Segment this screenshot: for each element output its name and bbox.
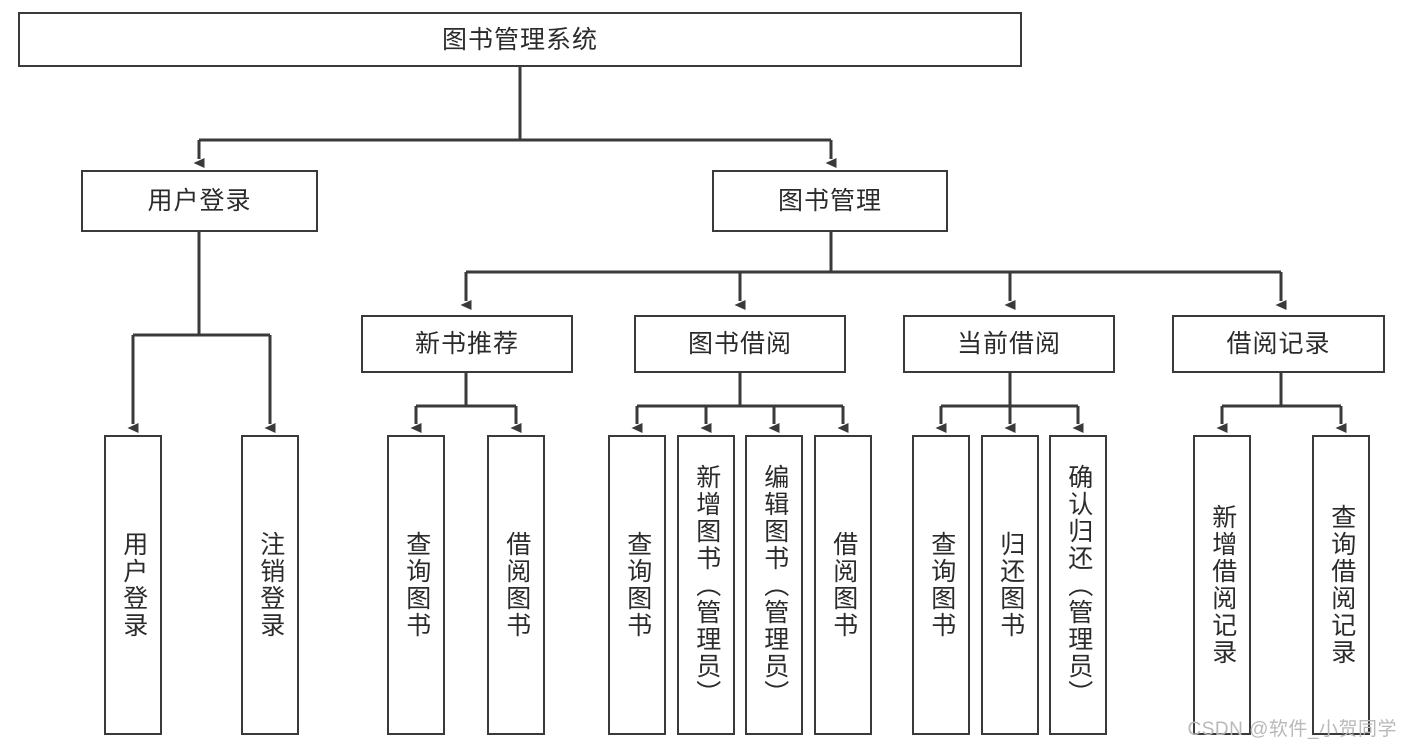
node-leaf-add-borrow-record[interactable]: 新增借阅记录 <box>1193 435 1251 735</box>
node-leaf-query-books-recommend[interactable]: 查询图书 <box>387 435 445 735</box>
node-leaf-query-books-borrow[interactable]: 查询图书 <box>608 435 666 735</box>
node-label: 查询借阅记录 <box>1327 504 1356 666</box>
node-label: 新书推荐 <box>414 330 519 358</box>
node-leaf-return-books[interactable]: 归还图书 <box>981 435 1039 735</box>
node-leaf-add-book-admin[interactable]: 新增图书（管理员） <box>677 435 735 735</box>
node-label: 查询图书 <box>402 531 431 639</box>
node-borrow-records[interactable]: 借阅记录 <box>1172 315 1385 373</box>
node-label: 新增图书（管理员） <box>692 463 721 707</box>
node-label: 图书管理系统 <box>441 25 598 54</box>
node-book-management[interactable]: 图书管理 <box>712 170 948 232</box>
node-label: 用户登录 <box>119 531 148 639</box>
node-label: 借阅记录 <box>1226 330 1331 358</box>
node-leaf-logout[interactable]: 注销登录 <box>241 435 299 735</box>
node-leaf-edit-book-admin[interactable]: 编辑图书（管理员） <box>745 435 803 735</box>
node-leaf-borrow-books[interactable]: 借阅图书 <box>814 435 872 735</box>
node-leaf-query-books-current[interactable]: 查询图书 <box>912 435 970 735</box>
node-new-book-recommendation[interactable]: 新书推荐 <box>361 315 573 373</box>
node-book-borrowing[interactable]: 图书借阅 <box>634 315 846 373</box>
node-label: 确认归还（管理员） <box>1064 463 1093 707</box>
node-label: 归还图书 <box>996 531 1025 639</box>
node-label: 图书管理 <box>777 187 882 215</box>
node-label: 编辑图书（管理员） <box>760 463 789 707</box>
node-label: 借阅图书 <box>829 531 858 639</box>
node-label: 借阅图书 <box>502 531 531 639</box>
node-label: 新增借阅记录 <box>1208 504 1237 666</box>
node-label: 查询图书 <box>623 531 652 639</box>
node-current-borrowing[interactable]: 当前借阅 <box>903 315 1115 373</box>
node-leaf-confirm-return-admin[interactable]: 确认归还（管理员） <box>1049 435 1107 735</box>
node-label: 当前借阅 <box>956 330 1061 358</box>
node-label: 查询图书 <box>927 531 956 639</box>
node-leaf-query-borrow-record[interactable]: 查询借阅记录 <box>1312 435 1370 735</box>
node-leaf-borrow-books-recommend[interactable]: 借阅图书 <box>487 435 545 735</box>
node-root-book-management-system[interactable]: 图书管理系统 <box>18 12 1022 67</box>
node-label: 注销登录 <box>256 531 285 639</box>
node-label: 图书借阅 <box>687 330 792 358</box>
node-label: 用户登录 <box>147 187 252 215</box>
node-user-login[interactable]: 用户登录 <box>81 170 318 232</box>
watermark-text: CSDN @软件_小贺同学 <box>1187 719 1397 740</box>
node-leaf-user-login[interactable]: 用户登录 <box>104 435 162 735</box>
